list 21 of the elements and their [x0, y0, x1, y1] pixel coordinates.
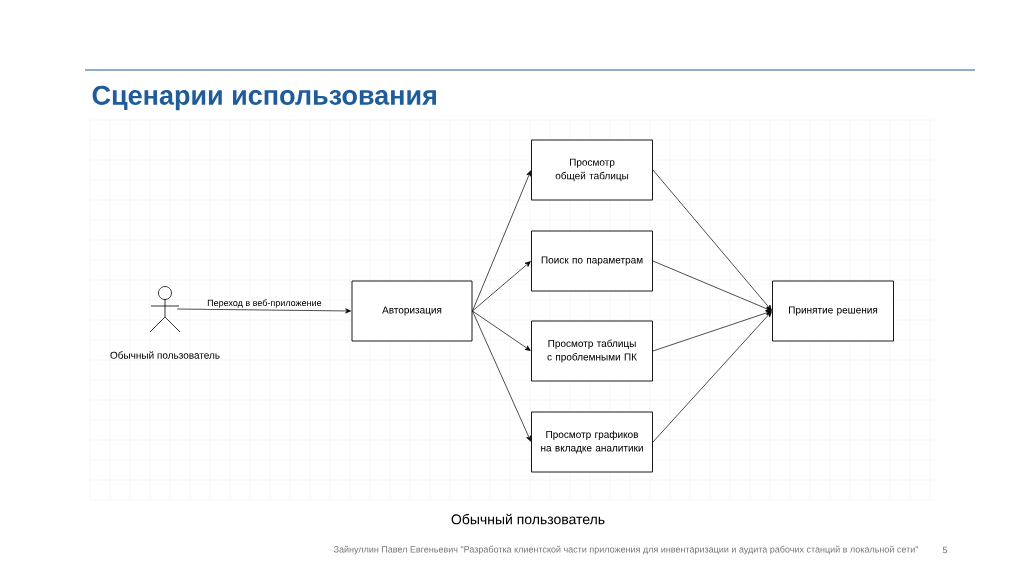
process-box: Просмотр графиков на вкладке аналитики: [531, 411, 653, 473]
process-box: Поиск по параметрам: [531, 230, 653, 292]
arrow: [472, 261, 531, 312]
slide-title: Сценарии использования: [92, 85, 436, 111]
arrow: [176, 308, 352, 314]
process-box: Авторизация: [351, 280, 473, 342]
caption: Обычный пользователь: [451, 513, 605, 525]
arrow: [652, 260, 772, 312]
arrow: [652, 169, 772, 311]
arrow: [472, 310, 532, 442]
page-number: 5: [942, 546, 948, 554]
node-text: Обычный пользователь: [110, 351, 220, 359]
process-box: Принятие решения: [772, 280, 894, 342]
footer-text: Зайнуллин Павел Евгеньевич "Разработка клиентской части приложения для инвентаризации и аудита рабочих станций в локальной сети": [333, 545, 919, 555]
arrow: [472, 170, 532, 312]
edge-label: Переход в веб-приложение: [206, 298, 323, 309]
arrow: [652, 310, 772, 352]
arrow: [652, 311, 772, 443]
arrow: [472, 310, 531, 351]
process-box: Просмотр таблицы с проблемными ПК: [531, 320, 653, 382]
process-box: Просмотр общей таблицы: [531, 139, 653, 201]
